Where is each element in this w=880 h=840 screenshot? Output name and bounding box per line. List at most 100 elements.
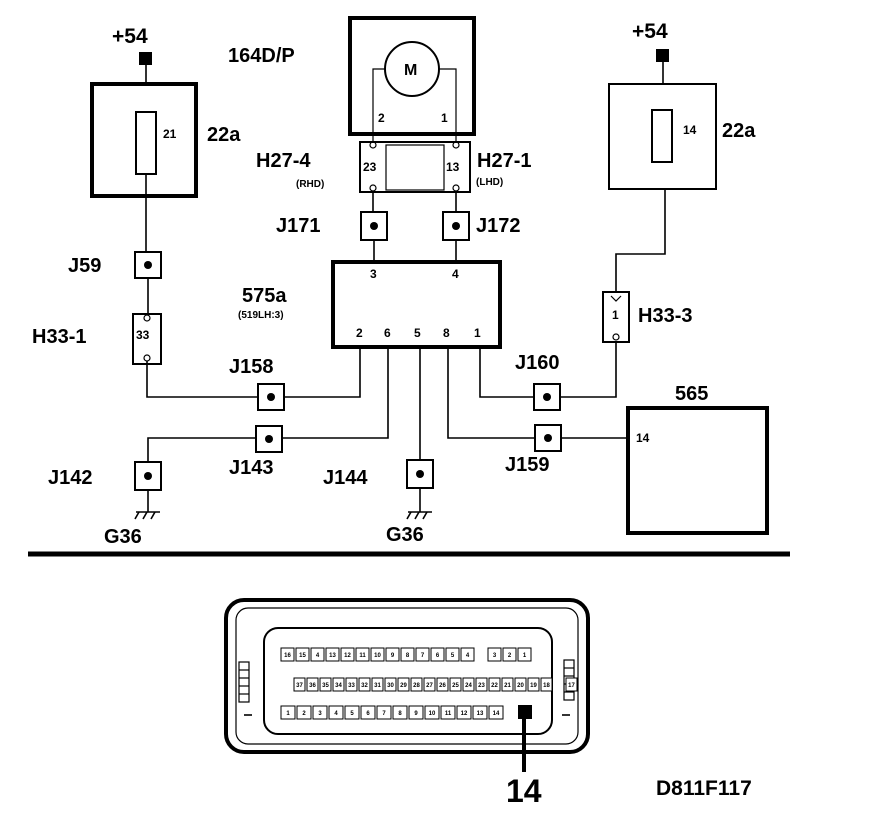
module-pin-2: 2: [356, 326, 363, 340]
left-supply-branch: +54 21 22a: [90, 25, 241, 252]
module-pin-4: 4: [452, 267, 459, 281]
connector-cavity: [397, 677, 410, 692]
connector-cavity: [325, 647, 340, 662]
connector-h33-3-label: H33-3: [638, 305, 692, 327]
connector-cavity: [460, 647, 475, 662]
unit-565-pin: 14: [636, 431, 650, 445]
supply-left-label: +54: [112, 25, 148, 48]
junction-j59: J59: [68, 251, 162, 279]
unit-565: 565 14: [626, 383, 769, 535]
module-pin-8: 8: [443, 326, 450, 340]
connector-cavity-number: 4: [466, 653, 470, 659]
connector-cavity: [392, 705, 408, 720]
connector-cavity-number: 4: [334, 711, 338, 717]
connector-cavity: [423, 677, 436, 692]
connector-cavity-number: 20: [517, 683, 524, 689]
connector-cavity: [565, 677, 578, 692]
connector-cavity-number: 13: [477, 711, 484, 717]
connector-cavity-number: 2: [508, 653, 512, 659]
connector-cavity-number: 8: [398, 711, 402, 717]
module-pin-3: 3: [370, 267, 377, 281]
connector-cavity: [344, 705, 360, 720]
fuse-left-number: 21: [163, 127, 177, 141]
connector-cavity: [487, 647, 502, 662]
connector-cavity: [296, 705, 312, 720]
connector-cavity: [358, 677, 371, 692]
motor-pin-left: 2: [378, 111, 385, 125]
junction-j59-label: J59: [68, 255, 101, 277]
junction-j144: J144: [323, 459, 434, 489]
junction-j159: J159: [505, 424, 562, 476]
connector-pin-14-highlight: [518, 705, 532, 719]
connector-cavity: [514, 677, 527, 692]
fuse-left: [135, 111, 157, 175]
connector-cavity: [449, 677, 462, 692]
h27-1-note: (LHD): [476, 177, 503, 188]
connector-cavity: [345, 677, 358, 692]
connector-cavity-number: 1: [286, 711, 290, 717]
connector-cavity-number: 26: [439, 683, 446, 689]
connector-cavity: [527, 677, 540, 692]
connector-cavity-number: 2: [302, 711, 306, 717]
h27-4-note: (RHD): [296, 179, 324, 190]
ground-symbol-center: [406, 511, 432, 520]
connector-cavity: [410, 677, 423, 692]
junction-j143-label: J143: [229, 457, 274, 479]
connector-h33-1: 33 H33-1: [32, 313, 162, 365]
junction-j158-label: J158: [229, 356, 274, 378]
connector-cavity-number: 37: [296, 683, 303, 689]
junction-j142: J142: [48, 461, 162, 491]
connector-cavity: [424, 705, 440, 720]
connector-cavity: [445, 647, 460, 662]
fusebox-left-label: 22a: [207, 124, 241, 146]
supply-right-label: +54: [632, 20, 668, 43]
connector-cavity-number: 22: [491, 683, 498, 689]
connector-cavity: [415, 647, 430, 662]
fuse-right-number: 14: [683, 123, 697, 137]
h27-4-label: H27-4: [256, 150, 311, 172]
connector-cavity-number: 15: [299, 653, 306, 659]
connector-cavity-number: 7: [421, 653, 425, 659]
connector-cavity: [332, 677, 345, 692]
connector-cavity: [462, 677, 475, 692]
connector-cavity-number: 36: [309, 683, 316, 689]
connector-h27: 23 13 H27-4 (RHD) H27-1 (LHD): [256, 141, 531, 193]
connector-cavity: [488, 677, 501, 692]
right-supply-branch: +54 14 22a: [608, 20, 756, 190]
connector-cavity: [280, 647, 295, 662]
junction-j160-label: J160: [515, 352, 560, 374]
connector-cavity-number: 9: [414, 711, 418, 717]
connector-cavity-number: 16: [284, 653, 291, 659]
connector-cavity-number: 12: [461, 711, 468, 717]
junction-j158: J158: [229, 356, 285, 411]
connector-cavity: [310, 647, 325, 662]
connector-cavity-number: 14: [493, 711, 500, 717]
connector-cavity: [280, 705, 296, 720]
connector-cavity: [475, 677, 488, 692]
connector-cavity: [340, 647, 355, 662]
connector-cavity-number: 10: [429, 711, 436, 717]
connector-cavity-number: 29: [400, 683, 407, 689]
connector-cavity-number: 25: [452, 683, 459, 689]
connector-cavity: [540, 677, 553, 692]
connector-cavity-number: 17: [568, 683, 575, 689]
h27-1-label: H27-1: [477, 150, 531, 172]
junction-j172-label: J172: [476, 215, 521, 237]
module-note: (519LH:3): [238, 310, 284, 321]
connector-cavity-number: 5: [451, 653, 455, 659]
connector-cavity: [430, 647, 445, 662]
ground-symbol-left: [134, 511, 160, 520]
connector-cavity-number: 21: [504, 683, 511, 689]
junction-j159-label: J159: [505, 454, 550, 476]
supply-left-terminal: [139, 52, 152, 65]
connector-cavity: [376, 705, 392, 720]
connector-cavity-number: 30: [387, 683, 394, 689]
connector-cavity-number: 34: [335, 683, 342, 689]
junction-j143: J143: [229, 425, 283, 479]
ground-center-label: G36: [386, 524, 424, 546]
